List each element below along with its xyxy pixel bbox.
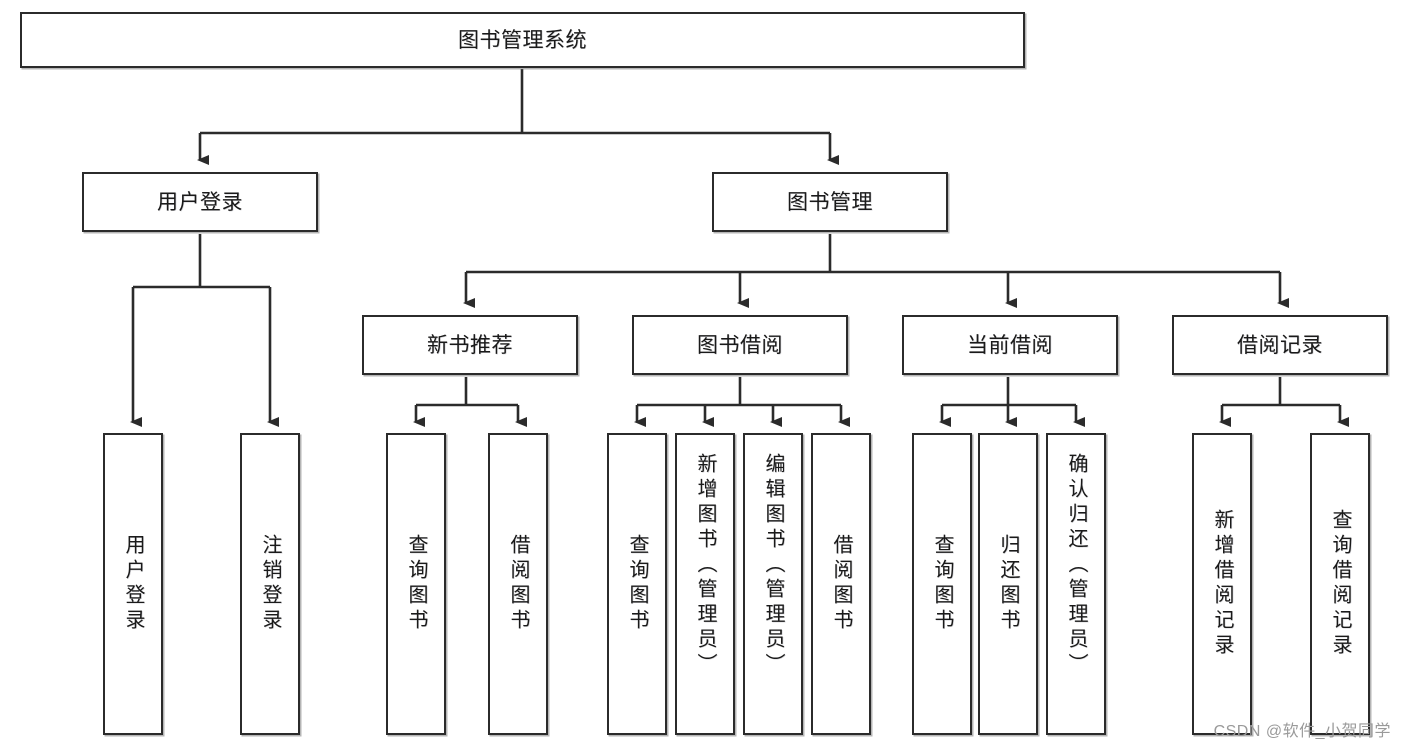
node-book-manage-label: 图书管理 — [787, 190, 873, 214]
node-leaf-add-record[interactable]: 新增借阅记录 — [1192, 433, 1252, 735]
node-current-borrow[interactable]: 当前借阅 — [902, 315, 1118, 375]
node-leaf-borrow-book-1-label: 借阅图书 — [507, 534, 529, 634]
node-root[interactable]: 图书管理系统 — [20, 12, 1025, 68]
node-leaf-query-book-1-label: 查询图书 — [405, 534, 427, 634]
node-leaf-return-book-label: 归还图书 — [997, 534, 1019, 634]
node-leaf-query-book-2[interactable]: 查询图书 — [607, 433, 667, 735]
node-leaf-query-book-1[interactable]: 查询图书 — [386, 433, 446, 735]
node-leaf-logout-login[interactable]: 注销登录 — [240, 433, 300, 735]
watermark: CSDN @软件_小贺同学 — [1213, 723, 1391, 740]
node-book-borrow[interactable]: 图书借阅 — [632, 315, 848, 375]
node-root-label: 图书管理系统 — [458, 28, 587, 52]
node-user-login-label: 用户登录 — [157, 190, 243, 214]
node-leaf-borrow-book-2[interactable]: 借阅图书 — [811, 433, 871, 735]
node-leaf-logout-login-label: 注销登录 — [259, 534, 281, 634]
node-leaf-query-book-3[interactable]: 查询图书 — [912, 433, 972, 735]
node-leaf-query-book-3-label: 查询图书 — [931, 534, 953, 634]
node-new-book-recommend-label: 新书推荐 — [427, 333, 513, 357]
node-book-manage[interactable]: 图书管理 — [712, 172, 948, 232]
node-leaf-user-login[interactable]: 用户登录 — [103, 433, 163, 735]
node-leaf-confirm-return[interactable]: 确认归还（管理员） — [1046, 433, 1106, 735]
node-leaf-borrow-book-1[interactable]: 借阅图书 — [488, 433, 548, 735]
node-book-borrow-label: 图书借阅 — [697, 333, 783, 357]
node-leaf-borrow-book-2-label: 借阅图书 — [830, 534, 852, 634]
node-leaf-query-record-label: 查询借阅记录 — [1329, 509, 1351, 659]
node-user-login[interactable]: 用户登录 — [82, 172, 318, 232]
node-leaf-add-record-label: 新增借阅记录 — [1211, 509, 1233, 659]
node-leaf-confirm-return-label: 确认归还（管理员） — [1065, 453, 1087, 678]
node-leaf-query-record[interactable]: 查询借阅记录 — [1310, 433, 1370, 735]
node-leaf-edit-book-label: 编辑图书（管理员） — [762, 453, 784, 678]
node-new-book-recommend[interactable]: 新书推荐 — [362, 315, 578, 375]
node-leaf-edit-book[interactable]: 编辑图书（管理员） — [743, 433, 803, 735]
node-borrow-record[interactable]: 借阅记录 — [1172, 315, 1388, 375]
node-current-borrow-label: 当前借阅 — [967, 333, 1053, 357]
node-borrow-record-label: 借阅记录 — [1237, 333, 1323, 357]
node-leaf-return-book[interactable]: 归还图书 — [978, 433, 1038, 735]
node-leaf-query-book-2-label: 查询图书 — [626, 534, 648, 634]
node-leaf-user-login-label: 用户登录 — [122, 534, 144, 634]
node-leaf-add-book-label: 新增图书（管理员） — [694, 453, 716, 678]
node-leaf-add-book[interactable]: 新增图书（管理员） — [675, 433, 735, 735]
